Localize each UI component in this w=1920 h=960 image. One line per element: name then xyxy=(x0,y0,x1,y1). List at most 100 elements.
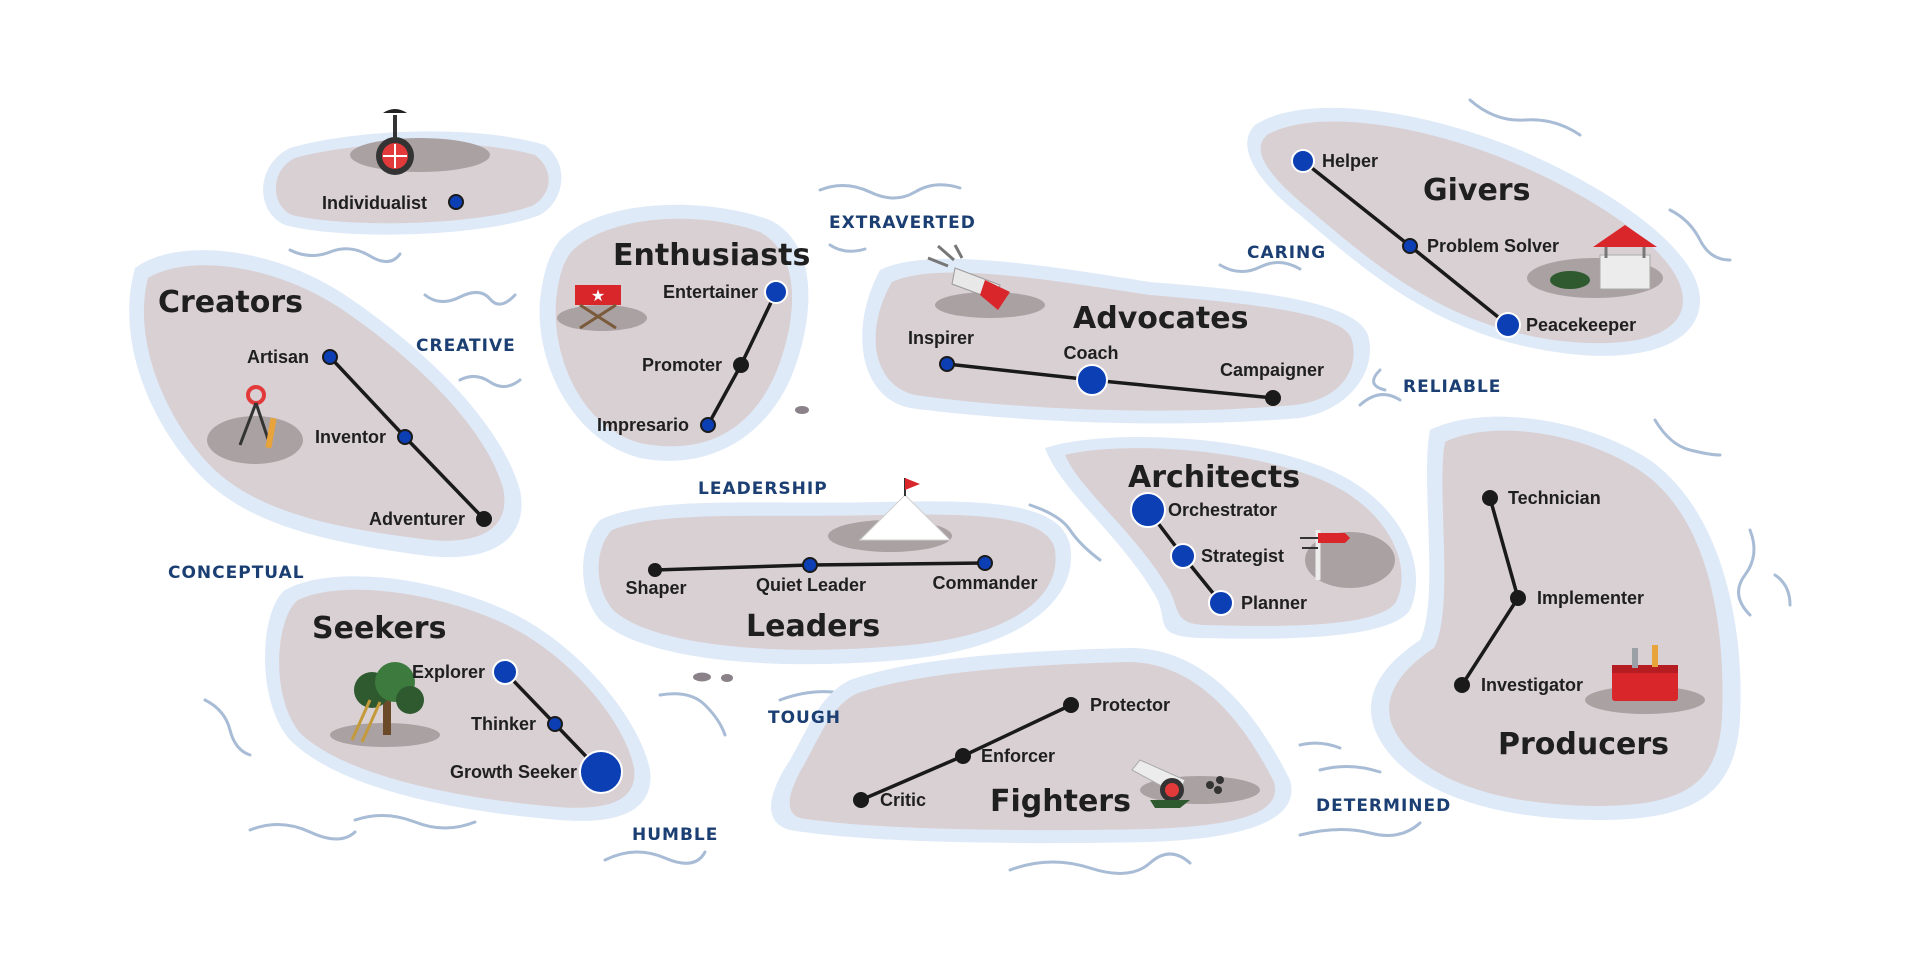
island-givers xyxy=(1247,107,1700,356)
label-protector: Protector xyxy=(1090,695,1170,715)
title-producers: Producers xyxy=(1498,727,1669,762)
mountain-flag-icon xyxy=(858,478,952,541)
node-inventor[interactable] xyxy=(397,429,413,445)
trait-tough: TOUGH xyxy=(768,708,841,728)
label-growth-seeker: Growth Seeker xyxy=(450,762,577,782)
island-producers xyxy=(1371,416,1741,820)
node-implementer[interactable] xyxy=(1510,590,1526,606)
title-architects: Architects xyxy=(1128,460,1300,495)
label-inspirer: Inspirer xyxy=(908,328,974,348)
label-impresario: Impresario xyxy=(597,415,689,435)
island-leaders xyxy=(583,478,1072,665)
trait-reliable: RELIABLE xyxy=(1403,377,1501,397)
node-quiet-leader[interactable] xyxy=(802,557,818,573)
toolbox-icon xyxy=(1612,645,1678,701)
rock xyxy=(693,672,711,682)
trait-humble: HUMBLE xyxy=(632,825,718,845)
island-creators xyxy=(129,250,522,558)
node-helper[interactable] xyxy=(1291,149,1315,173)
director-chair-icon: ★ xyxy=(575,285,621,330)
title-givers: Givers xyxy=(1423,173,1530,208)
label-entertainer: Entertainer xyxy=(663,282,758,302)
node-planner[interactable] xyxy=(1208,590,1234,616)
label-strategist: Strategist xyxy=(1201,546,1284,566)
node-technician[interactable] xyxy=(1482,490,1498,506)
trait-conceptual: CONCEPTUAL xyxy=(168,563,305,583)
node-critic[interactable] xyxy=(853,792,869,808)
island-advocates xyxy=(862,244,1371,424)
node-entertainer[interactable] xyxy=(764,280,788,304)
signpost-icon xyxy=(1300,530,1350,580)
node-problem-solver[interactable] xyxy=(1402,238,1418,254)
node-inspirer[interactable] xyxy=(939,356,955,372)
node-enforcer[interactable] xyxy=(955,748,971,764)
wishing-well-icon xyxy=(1550,225,1657,290)
node-individualist[interactable] xyxy=(448,194,464,210)
svg-text:★: ★ xyxy=(591,288,605,305)
label-planner: Planner xyxy=(1241,593,1307,613)
label-promoter: Promoter xyxy=(642,355,722,375)
node-adventurer[interactable] xyxy=(476,511,492,527)
island-enthusiasts: ★ xyxy=(539,204,809,461)
island-seekers xyxy=(265,576,651,821)
megaphone-icon xyxy=(927,244,1010,310)
label-coach: Coach xyxy=(1063,343,1118,363)
title-creators: Creators xyxy=(158,285,303,320)
node-growth-seeker[interactable] xyxy=(579,750,623,794)
node-commander[interactable] xyxy=(977,555,993,571)
title-enthusiasts: Enthusiasts xyxy=(613,238,810,273)
node-orchestrator[interactable] xyxy=(1130,492,1166,528)
label-campaigner: Campaigner xyxy=(1220,360,1324,380)
title-leaders: Leaders xyxy=(746,609,880,644)
node-investigator[interactable] xyxy=(1454,677,1470,693)
unicycle-icon xyxy=(376,109,414,175)
label-artisan: Artisan xyxy=(247,347,309,367)
water-ripples xyxy=(203,98,1792,875)
compass-pencil-icon xyxy=(238,385,277,449)
tree-ladder-icon xyxy=(350,662,424,743)
label-commander: Commander xyxy=(932,573,1037,593)
label-enforcer: Enforcer xyxy=(981,746,1055,766)
label-shaper: Shaper xyxy=(625,578,686,598)
trait-determined: DETERMINED xyxy=(1316,796,1451,816)
label-explorer: Explorer xyxy=(412,662,485,682)
island-fighters xyxy=(771,648,1292,844)
label-individualist: Individualist xyxy=(322,193,427,213)
node-explorer[interactable] xyxy=(492,659,518,685)
rock xyxy=(721,674,733,682)
node-protector[interactable] xyxy=(1063,697,1079,713)
label-peacekeeper: Peacekeeper xyxy=(1526,315,1636,335)
label-investigator: Investigator xyxy=(1481,675,1583,695)
label-quiet-leader: Quiet Leader xyxy=(756,575,866,595)
label-orchestrator: Orchestrator xyxy=(1168,500,1277,520)
trait-leadership: LEADERSHIP xyxy=(698,479,828,499)
node-promoter[interactable] xyxy=(733,357,749,373)
label-technician: Technician xyxy=(1508,488,1601,508)
title-fighters: Fighters xyxy=(990,784,1131,819)
node-coach[interactable] xyxy=(1076,364,1108,396)
node-peacekeeper[interactable] xyxy=(1495,312,1521,338)
node-thinker[interactable] xyxy=(547,716,563,732)
label-helper: Helper xyxy=(1322,151,1378,171)
title-advocates: Advocates xyxy=(1073,301,1248,336)
nodes xyxy=(322,149,1526,808)
label-problem-solver: Problem Solver xyxy=(1427,236,1559,256)
label-adventurer: Adventurer xyxy=(369,509,465,529)
trait-extraverted: EXTRAVERTED xyxy=(829,213,976,233)
node-shaper[interactable] xyxy=(648,563,662,577)
cannon-icon xyxy=(1131,759,1224,808)
label-critic: Critic xyxy=(880,790,926,810)
label-inventor: Inventor xyxy=(315,427,386,447)
trait-creative: CREATIVE xyxy=(416,336,516,356)
node-artisan[interactable] xyxy=(322,349,338,365)
title-seekers: Seekers xyxy=(312,611,446,646)
island-individualist xyxy=(263,109,562,235)
label-thinker: Thinker xyxy=(471,714,536,734)
node-campaigner[interactable] xyxy=(1265,390,1281,406)
trait-caring: CARING xyxy=(1247,243,1326,263)
node-impresario[interactable] xyxy=(700,417,716,433)
rock xyxy=(795,406,809,414)
node-strategist[interactable] xyxy=(1170,543,1196,569)
label-implementer: Implementer xyxy=(1537,588,1644,608)
